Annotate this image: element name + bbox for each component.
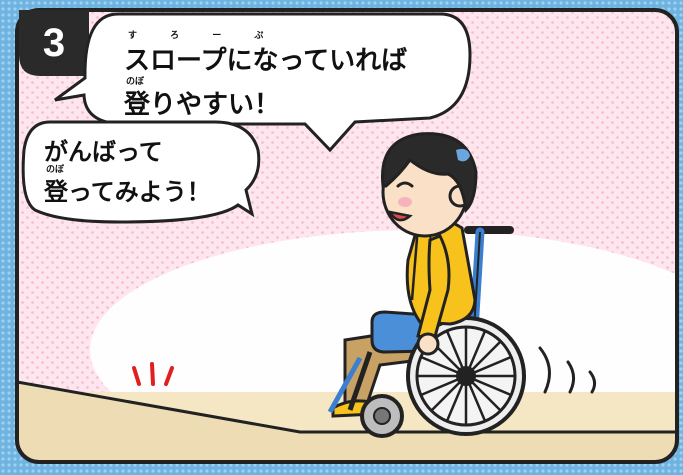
speech-line-easy-to-climb: 登りやすい！ [124, 90, 281, 120]
speech-line-lets-climb: 登ってみよう！ [44, 178, 211, 206]
furigana-climb-left: のぼ [46, 165, 65, 175]
step-number: 3 [42, 20, 66, 65]
speech-bubble-top [54, 12, 472, 153]
furigana-climb-top: のぼ [126, 77, 145, 87]
step-badge [19, 10, 89, 76]
alert-marks [132, 362, 174, 386]
speech-line-slope: スロープになっていれば [124, 46, 408, 76]
motion-lines [538, 346, 597, 394]
furigana-slope: す ろ ー ぷ [128, 31, 279, 41]
speech-bubble-left [21, 120, 261, 224]
ramp [17, 382, 677, 462]
speech-line-do-your-best: がんばって [44, 138, 163, 166]
boy-in-wheelchair [327, 132, 526, 438]
